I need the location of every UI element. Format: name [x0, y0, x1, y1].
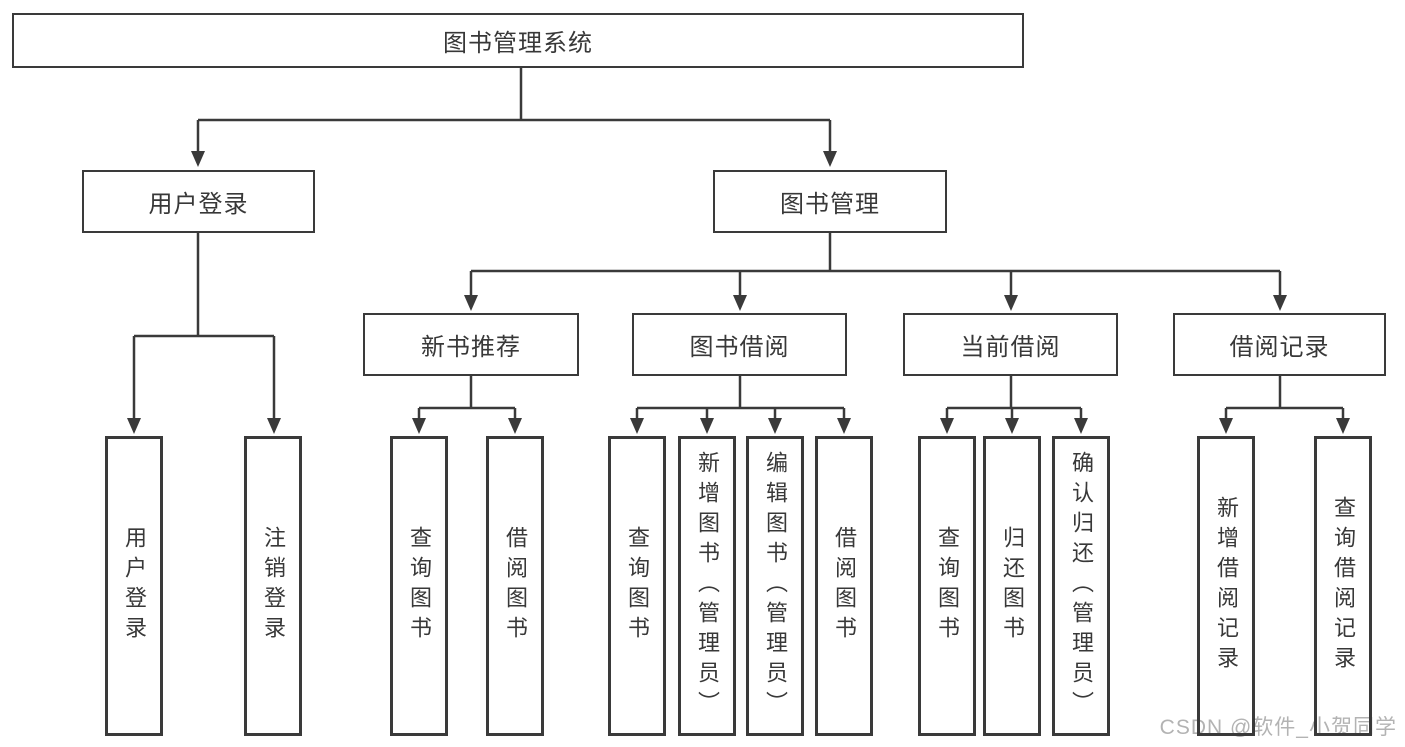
leaf-label: 新增借阅记录: [1214, 496, 1239, 676]
node-borrowing-records: 借阅记录: [1173, 313, 1386, 376]
watermark: CSDN @软件_小贺同学: [1159, 716, 1397, 739]
node-user-login: 用户登录: [82, 170, 315, 233]
leaf-label: 查询图书: [625, 526, 650, 646]
leaf-borrow-books: 借阅图书: [815, 436, 873, 736]
node-new-book-recommendation: 新书推荐: [363, 313, 579, 376]
leaf-edit-books-admin: 编辑图书（管理员）: [746, 436, 804, 736]
leaf-add-borrow-record: 新增借阅记录: [1197, 436, 1255, 736]
node-book-management: 图书管理: [713, 170, 947, 233]
leaf-add-books-admin: 新增图书（管理员）: [678, 436, 736, 736]
leaf-query-books-recommend: 查询图书: [390, 436, 448, 736]
leaf-logout: 注销登录: [244, 436, 302, 736]
leaf-label: 归还图书: [1000, 526, 1025, 646]
leaf-label: 查询图书: [935, 526, 960, 646]
leaf-borrow-books-recommend: 借阅图书: [486, 436, 544, 736]
leaf-label: 编辑图书（管理员）: [763, 451, 788, 721]
node-library-system-root: 图书管理系统: [12, 13, 1024, 68]
leaf-user-login: 用户登录: [105, 436, 163, 736]
leaf-return-books: 归还图书: [983, 436, 1041, 736]
node-book-borrowing: 图书借阅: [632, 313, 847, 376]
leaf-label: 新增图书（管理员）: [695, 451, 720, 721]
leaf-label: 注销登录: [261, 526, 286, 646]
leaf-label: 借阅图书: [503, 526, 528, 646]
node-current-borrowing: 当前借阅: [903, 313, 1118, 376]
leaf-label: 借阅图书: [832, 526, 857, 646]
leaf-label: 查询图书: [407, 526, 432, 646]
leaf-query-books-borrowing: 查询图书: [608, 436, 666, 736]
leaf-label: 确认归还（管理员）: [1069, 451, 1094, 721]
leaf-label: 查询借阅记录: [1331, 496, 1356, 676]
leaf-query-books-current: 查询图书: [918, 436, 976, 736]
leaf-query-borrow-record: 查询借阅记录: [1314, 436, 1372, 736]
leaf-label: 用户登录: [122, 526, 147, 646]
leaf-confirm-return-admin: 确认归还（管理员）: [1052, 436, 1110, 736]
